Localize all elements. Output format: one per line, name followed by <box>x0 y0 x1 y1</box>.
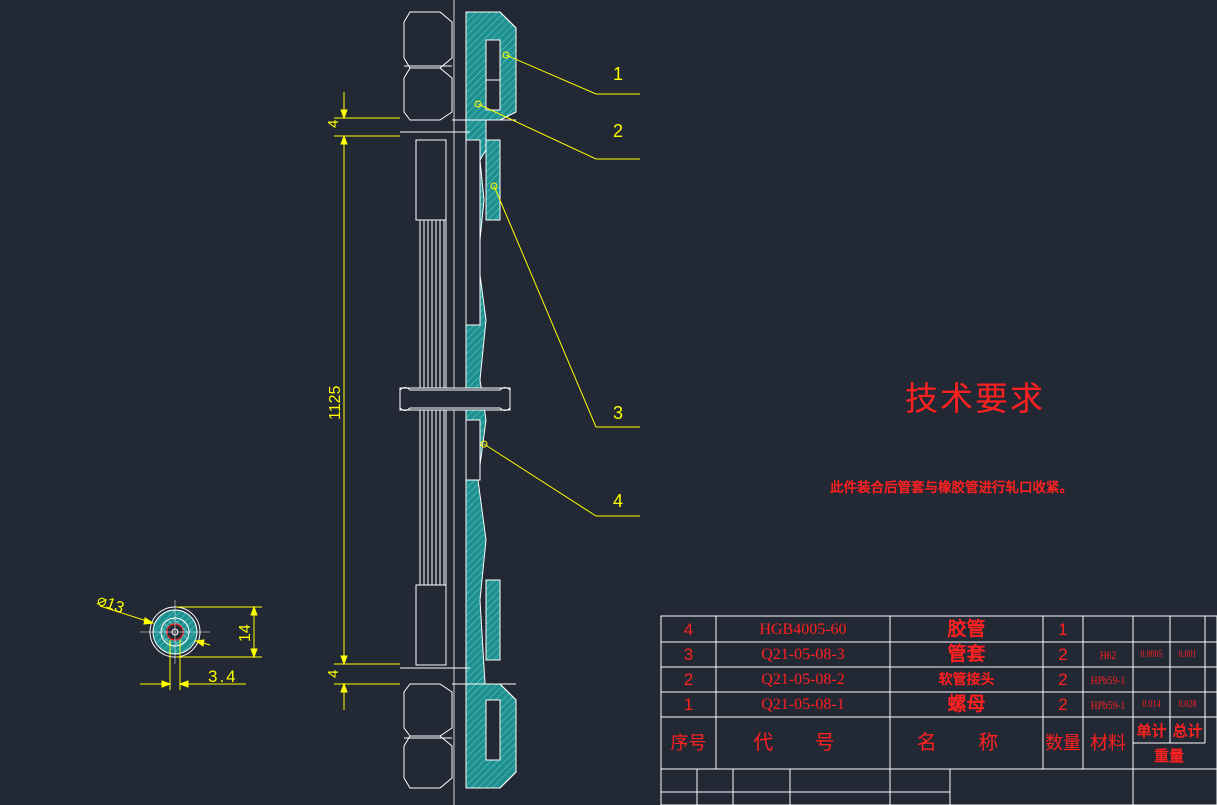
dimension-lines <box>334 92 400 710</box>
callout-2: 2 <box>613 121 623 141</box>
bom-header-name: 名 称 <box>916 732 1017 754</box>
bom-row4-qty: 2 <box>1058 695 1068 714</box>
bom-header-unit: 单计 <box>1136 722 1167 740</box>
top-nut <box>400 11 517 133</box>
bom-row4-unit-weight: 0.014 <box>1142 698 1161 710</box>
bom-row3-unit-weight <box>1137 667 1167 692</box>
technical-requirements-note: 此件装合后管套与橡胶管进行轧口收紧。 <box>830 480 1073 496</box>
bom-row2-code: Q21-05-08-3 <box>761 645 845 663</box>
bom-row3-qty: 2 <box>1058 670 1068 689</box>
bottom-nut <box>400 667 517 789</box>
section-dimensions <box>99 605 262 690</box>
bom-row4-total-weight: 0.028 <box>1178 698 1197 710</box>
bom-row1-total-weight <box>1174 617 1202 642</box>
bom-header-total: 总计 <box>1172 722 1203 740</box>
bom-header-qty: 数量 <box>1045 733 1081 753</box>
dim-section-height: 14 <box>237 624 254 642</box>
bom-header-material: 材料 <box>1090 733 1126 753</box>
dim-overall-length: 1125 <box>327 385 344 420</box>
bom-row2-seq: 3 <box>683 645 694 664</box>
bom-table-grid <box>660 615 1217 805</box>
cross-section-view <box>140 600 210 664</box>
callout-4: 4 <box>613 491 623 511</box>
bom-row1-name: 胶管 <box>947 618 986 640</box>
bom-row4-code: Q21-05-08-1 <box>761 695 845 713</box>
bom-row1-material <box>1088 617 1128 642</box>
technical-requirements-title: 技术要求 <box>905 379 1045 418</box>
bom-row1-code: HGB4005-60 <box>759 620 847 638</box>
bom-header-weight: 重量 <box>1153 747 1184 765</box>
dim-bore: 3.4 <box>208 667 238 686</box>
callout-1: 1 <box>613 64 623 84</box>
bom-row2-unit-weight: 0.0005 <box>1140 648 1163 660</box>
bom-header-code: 代 号 <box>753 732 853 754</box>
bom-row2-total-weight: 0.001 <box>1178 648 1197 660</box>
bom-row4-material: HPb59-1 <box>1090 697 1126 712</box>
dim-outer-diameter: ⌀13 <box>95 592 127 617</box>
bom-row4-name: 螺母 <box>947 693 986 715</box>
bom-row2-material: H62 <box>1099 647 1117 662</box>
bom-row1-qty: 1 <box>1058 620 1068 639</box>
hose-body <box>399 0 511 805</box>
bom-row1-unit-weight <box>1137 617 1167 642</box>
bom-row2-qty: 2 <box>1058 645 1068 664</box>
bom-row4-seq: 1 <box>683 695 694 714</box>
bom-header-seq: 序号 <box>670 733 707 753</box>
bom-row3-seq: 2 <box>683 670 694 689</box>
bom-row2-name: 管套 <box>947 643 986 665</box>
bom-row3-total-weight <box>1174 667 1202 692</box>
callout-3: 3 <box>613 403 623 423</box>
bom-row3-material: HPb59-1 <box>1090 672 1126 687</box>
dim-top-gap: 4 <box>325 120 342 128</box>
dim-bottom-gap: 4 <box>325 670 342 678</box>
bom-row3-name: 软管接头 <box>938 671 995 688</box>
bom-row3-code: Q21-05-08-2 <box>761 670 845 688</box>
bom-row1-seq: 4 <box>683 620 694 639</box>
callout-leaders <box>474 51 640 517</box>
